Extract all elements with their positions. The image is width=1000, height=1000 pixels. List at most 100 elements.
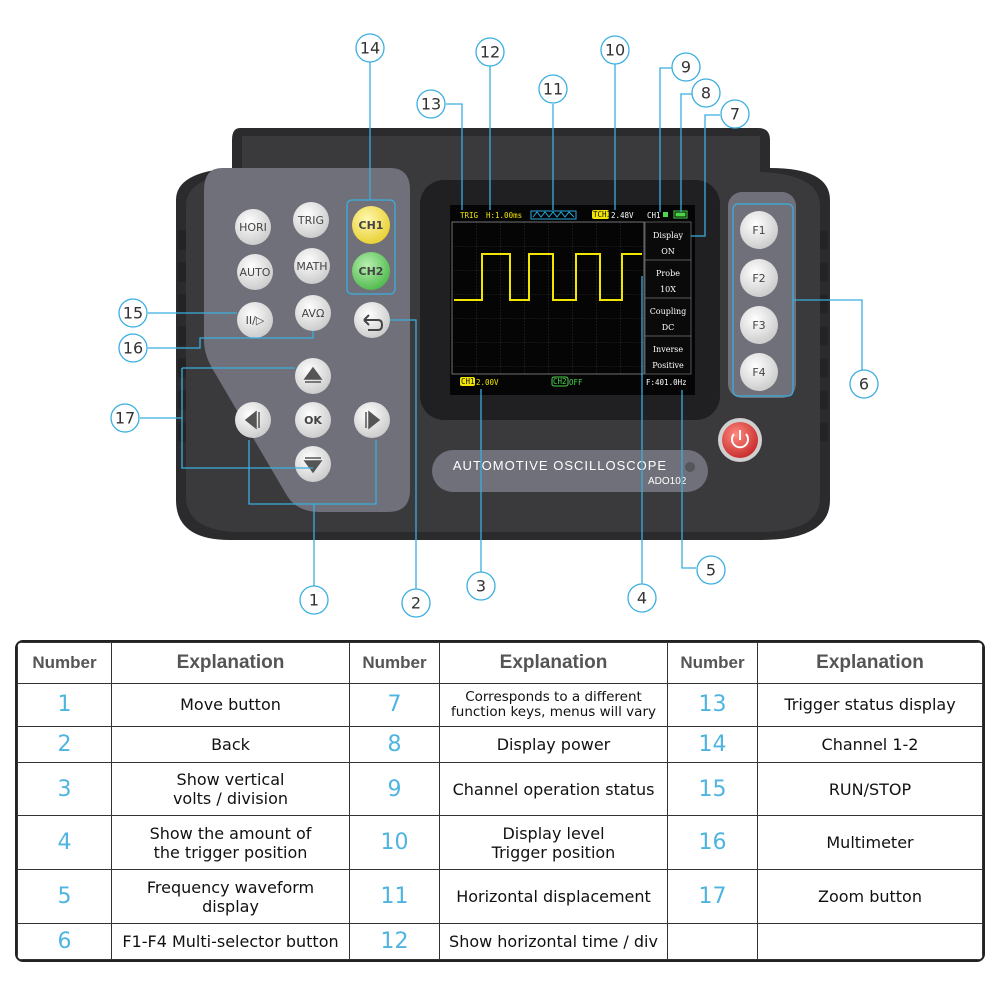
f2-button[interactable]: F2: [740, 259, 778, 297]
legend-explanation: Channel operation status: [439, 761, 668, 817]
header-explanation-3: Explanation: [757, 642, 983, 684]
legend-number: 5: [17, 869, 112, 925]
legend-row: 3 Show vertical volts / division 9 Chann…: [17, 761, 983, 817]
brand-plate: [432, 450, 708, 492]
svg-text:HORI: HORI: [239, 221, 267, 234]
legend-number: 16: [667, 815, 758, 871]
legend-number: 10: [349, 815, 440, 871]
svg-text:8: 8: [701, 84, 711, 103]
svg-text:2: 2: [411, 594, 421, 613]
svg-text:TRIG: TRIG: [297, 214, 324, 227]
legend-explanation: Show the amount of the trigger position: [111, 815, 350, 871]
up-triangle-icon: [303, 366, 323, 383]
power-icon: [731, 430, 749, 449]
ch2-button[interactable]: CH2: [352, 252, 390, 290]
back-arrow-icon: [363, 314, 384, 331]
legend-number: 11: [349, 869, 440, 925]
svg-text:F2: F2: [752, 272, 765, 285]
legend-number: 14: [667, 725, 758, 763]
legend-number: 2: [17, 725, 112, 763]
f3-button[interactable]: F3: [740, 306, 778, 344]
svg-text:OK: OK: [304, 414, 322, 427]
svg-text:13: 13: [421, 95, 441, 114]
ch1-button[interactable]: CH1: [352, 206, 390, 244]
callout-12: 12: [475, 37, 505, 67]
ch1-tag-text: CH1: [461, 377, 475, 386]
multimeter-button[interactable]: AVΩ: [295, 295, 331, 331]
header-explanation-1: Explanation: [111, 642, 350, 684]
left-triangle-icon: [244, 410, 260, 430]
up-button[interactable]: [295, 358, 331, 394]
legend-explanation: Channel 1-2: [757, 725, 983, 763]
legend-header-row: Number Explanation Number Explanation Nu…: [17, 642, 983, 684]
callout-1: 1: [299, 585, 329, 615]
callout-13: 13: [416, 89, 446, 119]
horizontal-position-bar: [530, 210, 577, 220]
waveform-trace: [454, 253, 642, 301]
callout-3: 3: [466, 571, 496, 601]
legend-explanation: [757, 923, 983, 960]
legend-row: 5 Frequency waveform display 11 Horizont…: [17, 869, 983, 925]
callout-16: 16: [118, 333, 148, 363]
math-button[interactable]: MATH: [294, 248, 330, 284]
legend-number: 12: [349, 923, 440, 960]
legend-explanation: Horizontal displacement: [439, 869, 668, 925]
menu-item-4-value: Positive: [652, 361, 684, 370]
back-button[interactable]: [354, 302, 390, 338]
svg-text:7: 7: [730, 105, 740, 124]
hori-button[interactable]: HORI: [235, 209, 271, 245]
f4-button[interactable]: F4: [740, 353, 778, 391]
svg-text:CH2: CH2: [359, 265, 384, 278]
legend-explanation: Move button: [111, 683, 350, 727]
ch2-status-text: OFF: [569, 378, 583, 387]
auto-button[interactable]: AUTO: [237, 254, 273, 290]
svg-text:11: 11: [543, 80, 563, 99]
menu-item-1-title: Display: [653, 231, 684, 240]
legend-explanation: Show vertical volts / division: [111, 761, 350, 817]
header-explanation-2: Explanation: [439, 642, 668, 684]
trigger-source-text: TCH1: [593, 210, 611, 219]
time-division-text: H:1.00ms: [486, 211, 522, 220]
svg-text:1: 1: [309, 591, 319, 610]
svg-text:3: 3: [476, 577, 486, 596]
legend-row: 1 Move button 7 Corresponds to a differe…: [17, 683, 983, 727]
trig-button[interactable]: TRIG: [293, 202, 329, 238]
legend-explanation: Frequency waveform display: [111, 869, 350, 925]
svg-text:6: 6: [859, 375, 869, 394]
side-menu: Display ON Probe 10X Coupling DC Inverse…: [644, 221, 692, 375]
callout-8: 8: [691, 78, 721, 108]
screen-grid: [451, 221, 645, 375]
run-stop-button[interactable]: II/▷: [237, 302, 273, 338]
svg-text:12: 12: [480, 43, 500, 62]
callout-5: 5: [696, 555, 726, 585]
legend-number: 6: [17, 923, 112, 960]
ch2-tag-text: CH2: [553, 377, 567, 386]
ok-button[interactable]: OK: [295, 402, 331, 438]
oscilloscope-diagram: TRIG H:1.00ms TCH1 2.48V CH1 Display ON …: [110, 33, 879, 618]
legend-number: 8: [349, 725, 440, 763]
svg-text:4: 4: [637, 589, 647, 608]
ch2-tag-badge: [551, 376, 569, 387]
svg-text:5: 5: [706, 561, 716, 580]
f1-button[interactable]: F1: [740, 211, 778, 249]
legend-number: 15: [667, 761, 758, 817]
legend-number: 4: [17, 815, 112, 871]
down-button[interactable]: [295, 446, 331, 482]
left-button[interactable]: [235, 402, 271, 438]
model-text: ADO102: [648, 476, 687, 487]
frequency-text: F:401.0Hz: [646, 378, 687, 387]
power-button[interactable]: [718, 418, 762, 462]
svg-text:AVΩ: AVΩ: [302, 307, 325, 320]
svg-text:17: 17: [115, 409, 135, 428]
legend-row: 6 F1-F4 Multi-selector button 12 Show ho…: [17, 923, 983, 960]
callout-6: 6: [849, 369, 879, 399]
callout-11: 11: [538, 74, 568, 104]
legend-number: 9: [349, 761, 440, 817]
legend-explanation: Trigger status display: [757, 683, 983, 727]
right-button[interactable]: [354, 402, 390, 438]
ch1-volts-text: 2.00V: [476, 378, 499, 387]
horizontal-position-wave: [532, 211, 575, 218]
indicator-led: [685, 462, 695, 472]
legend-explanation: Multimeter: [757, 815, 983, 871]
callout-leaders: [140, 62, 863, 590]
